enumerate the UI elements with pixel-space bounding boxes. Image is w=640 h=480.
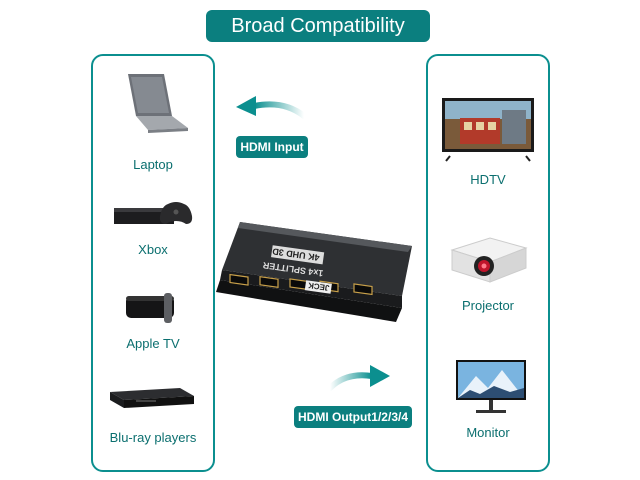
- projector-label: Projector: [461, 298, 515, 313]
- laptop-label: Laptop: [133, 157, 173, 172]
- splitter-brand-label: JECK: [307, 281, 330, 293]
- hdmi-splitter-image: JECK 1x4 SPLITTER 4K UHD 3D: [216, 222, 412, 322]
- xbox-label: Xbox: [138, 242, 168, 257]
- input-arrow-icon: [236, 96, 307, 119]
- projector-image: [450, 237, 528, 283]
- apple-tv-label: Apple TV: [126, 336, 180, 351]
- hdtv-label: HDTV: [470, 172, 506, 187]
- blu-ray-player-image: [110, 388, 194, 408]
- hdtv-image: [442, 98, 534, 162]
- hdmi-output-tag: HDMI Output1/2/3/4: [294, 406, 412, 428]
- laptop-image: [128, 74, 188, 133]
- monitor-label: Monitor: [466, 425, 510, 440]
- page-title: Broad Compatibility: [206, 10, 430, 42]
- xbox-image: [114, 202, 193, 224]
- blu-ray-label: Blu-ray players: [109, 430, 197, 445]
- apple-tv-image: [126, 293, 174, 323]
- monitor-image: [456, 360, 526, 413]
- hdmi-input-tag: HDMI Input: [236, 136, 308, 158]
- output-arrow-icon: [327, 365, 390, 391]
